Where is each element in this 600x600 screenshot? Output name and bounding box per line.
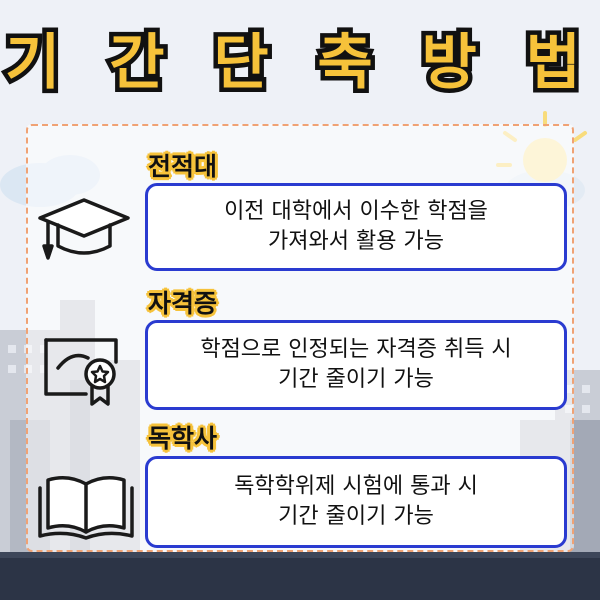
page-title: 기 간 단 축 방 법 <box>1 24 595 103</box>
item-card-self-study-degree: 독학학위제 시험에 통과 시 기간 줄이기 가능 <box>145 456 567 548</box>
item-text-line: 독학학위제 시험에 통과 시 <box>234 474 478 499</box>
item-text-line: 기간 줄이기 가능 <box>278 367 434 392</box>
open-book-icon <box>38 476 134 540</box>
item-text-line: 기간 줄이기 가능 <box>278 504 434 529</box>
graduation-cap-icon <box>38 198 130 260</box>
item-text-line: 학점으로 인정되는 자격증 취득 시 <box>200 337 512 362</box>
item-text-line: 이전 대학에서 이수한 학점을 <box>224 199 488 224</box>
certificate-icon <box>44 338 118 406</box>
item-label-certificate: 자격증 <box>148 289 218 318</box>
item-text-line: 가져와서 활용 가능 <box>268 229 444 254</box>
item-label-self-study-degree: 독학사 <box>148 424 218 453</box>
item-label-transfer-credit: 전적대 <box>148 152 218 181</box>
item-card-transfer-credit: 이전 대학에서 이수한 학점을 가져와서 활용 가능 <box>145 183 567 271</box>
item-card-certificate: 학점으로 인정되는 자격증 취득 시 기간 줄이기 가능 <box>145 320 567 410</box>
